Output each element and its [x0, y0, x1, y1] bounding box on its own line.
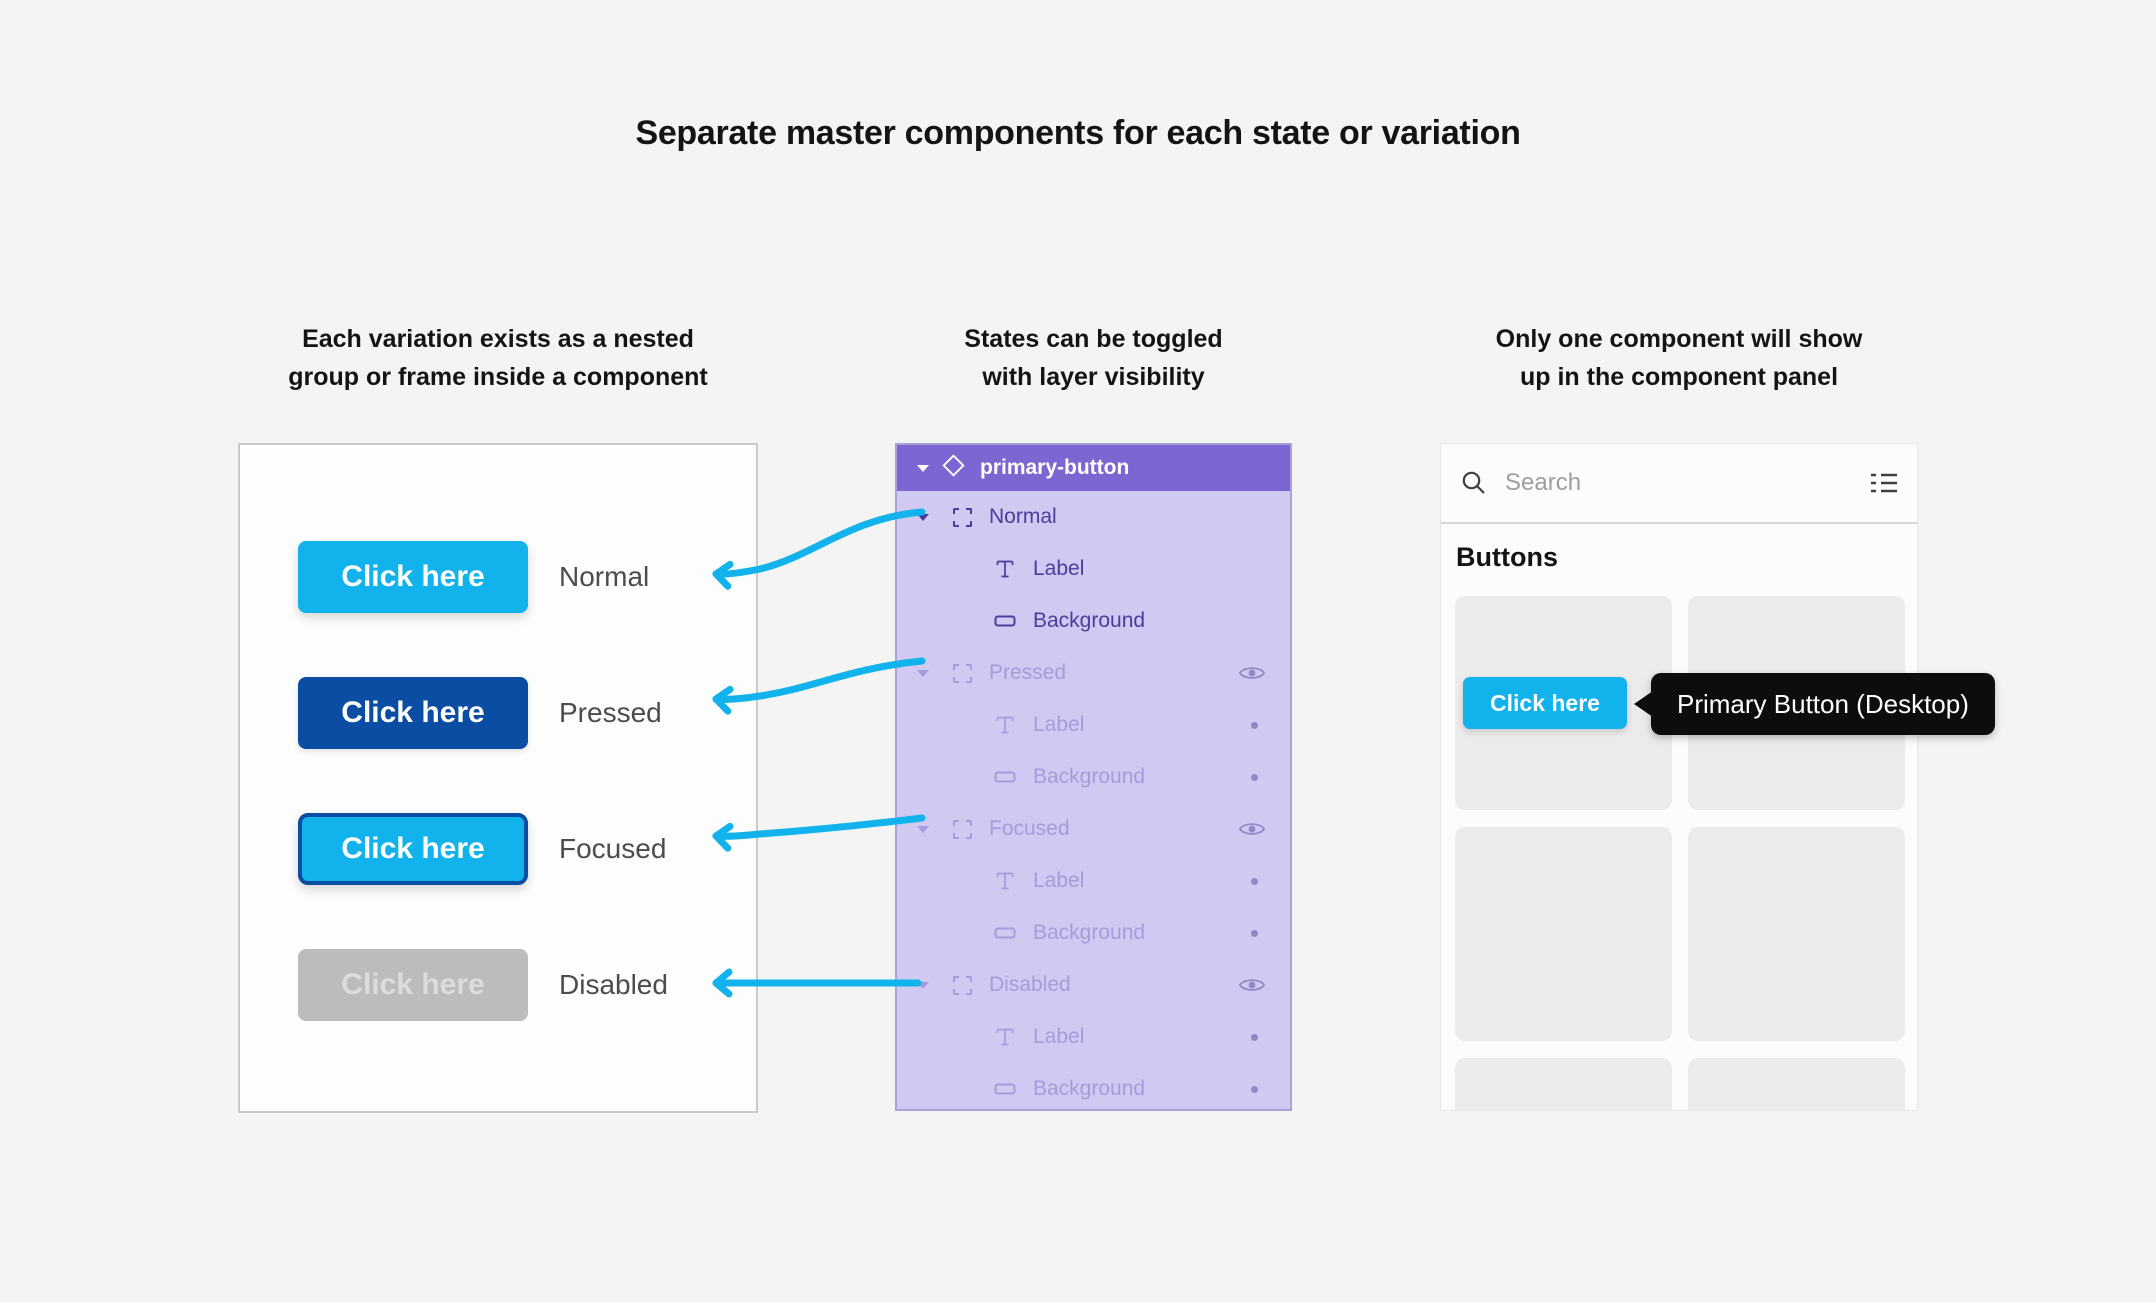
layer-row-label[interactable]: Label [897, 543, 1290, 595]
layer-name: Background [1033, 921, 1146, 944]
layer-name: Background [1033, 765, 1146, 788]
rectangle-layer-icon [994, 1083, 1016, 1095]
caret-down-icon[interactable] [917, 669, 929, 677]
state-row-pressed: Click here Pressed [298, 677, 662, 749]
search-bar [1441, 444, 1917, 524]
layer-name: Label [1033, 1025, 1085, 1048]
state-label-focused: Focused [559, 833, 667, 864]
hidden-dot[interactable] [1251, 877, 1258, 885]
text-layer-icon [994, 870, 1016, 892]
component-tooltip: Primary Button (Desktop) [1651, 673, 1995, 735]
text-layer-icon [994, 1026, 1016, 1048]
frame-icon [953, 975, 972, 995]
rectangle-layer-icon [994, 771, 1016, 783]
hidden-dot[interactable] [1251, 929, 1258, 937]
component-card[interactable] [1688, 827, 1905, 1041]
layer-row-pressed[interactable]: Pressed [897, 647, 1290, 699]
page-title: Separate master components for each stat… [635, 114, 1521, 152]
caret-down-icon[interactable] [917, 464, 929, 472]
click-here-button-pressed[interactable]: Click here [298, 677, 528, 749]
eye-icon[interactable] [1238, 975, 1266, 995]
layer-name: Label [1033, 713, 1085, 736]
frame-icon [953, 819, 972, 839]
eye-icon[interactable] [1238, 819, 1266, 839]
layer-name: Label [1033, 869, 1085, 892]
state-label-normal: Normal [559, 561, 650, 592]
state-row-focused: Click here Focused [298, 813, 666, 885]
layer-row-normal[interactable]: Normal [897, 491, 1290, 543]
layer-row-background[interactable]: Background [897, 751, 1290, 803]
search-input[interactable] [1503, 468, 1807, 498]
layer-name: Pressed [989, 661, 1067, 684]
component-diamond-icon [941, 453, 966, 483]
layer-name: Normal [989, 505, 1057, 528]
frame-icon [953, 663, 972, 683]
layer-row-label[interactable]: Label [897, 699, 1290, 751]
search-icon [1461, 470, 1487, 496]
hidden-dot[interactable] [1251, 773, 1258, 781]
layer-row-background[interactable]: Background [897, 1063, 1290, 1115]
layer-row-background[interactable]: Background [897, 907, 1290, 959]
state-label-pressed: Pressed [559, 697, 662, 728]
hidden-dot[interactable] [1251, 1085, 1258, 1093]
eye-icon[interactable] [1238, 663, 1266, 683]
layer-row-background[interactable]: Background [897, 595, 1290, 647]
list-view-icon[interactable] [1869, 470, 1899, 496]
component-card[interactable] [1688, 1058, 1905, 1110]
layer-name: Disabled [989, 973, 1071, 996]
left-column-heading: Each variation exists as a nested group … [288, 325, 708, 391]
middle-column-heading: States can be toggled with layer visibil… [964, 325, 1223, 391]
layer-name: Background [1033, 1077, 1146, 1100]
layer-row-disabled[interactable]: Disabled [897, 959, 1290, 1011]
state-label-disabled: Disabled [559, 969, 668, 1000]
layer-name: Label [1033, 557, 1085, 580]
caret-down-icon[interactable] [917, 981, 929, 989]
caret-down-icon[interactable] [917, 513, 929, 521]
layer-row-label[interactable]: Label [897, 1011, 1290, 1063]
layers-panel: primary-button Normal Label Background P… [895, 443, 1292, 1111]
component-preview-button[interactable]: Click here [1463, 677, 1627, 729]
hidden-dot[interactable] [1251, 1033, 1258, 1041]
state-row-normal: Click here Normal [298, 541, 649, 613]
layer-row-focused[interactable]: Focused [897, 803, 1290, 855]
component-name: primary-button [980, 456, 1130, 479]
hidden-dot[interactable] [1251, 721, 1258, 729]
layer-row-component[interactable]: primary-button [897, 445, 1290, 491]
layer-name: Focused [989, 817, 1070, 840]
button-states-frame: Click here Normal Click here Pressed Cli… [238, 443, 758, 1113]
click-here-button-focused[interactable]: Click here [298, 813, 528, 885]
frame-icon [953, 507, 972, 527]
state-row-disabled: Click here Disabled [298, 949, 668, 1021]
component-card[interactable] [1455, 827, 1672, 1041]
caret-down-icon[interactable] [917, 825, 929, 833]
text-layer-icon [994, 714, 1016, 736]
click-here-button-disabled[interactable]: Click here [298, 949, 528, 1021]
rectangle-layer-icon [994, 615, 1016, 627]
rectangle-layer-icon [994, 927, 1016, 939]
section-title-buttons: Buttons [1456, 542, 1558, 572]
layer-row-label[interactable]: Label [897, 855, 1290, 907]
right-column-heading: Only one component will show up in the c… [1495, 325, 1863, 391]
text-layer-icon [994, 558, 1016, 580]
component-panel: Buttons Click here Primary Button (Deskt… [1440, 443, 1995, 1111]
click-here-button-normal[interactable]: Click here [298, 541, 528, 613]
layer-name: Background [1033, 609, 1146, 632]
component-card[interactable] [1455, 1058, 1672, 1110]
